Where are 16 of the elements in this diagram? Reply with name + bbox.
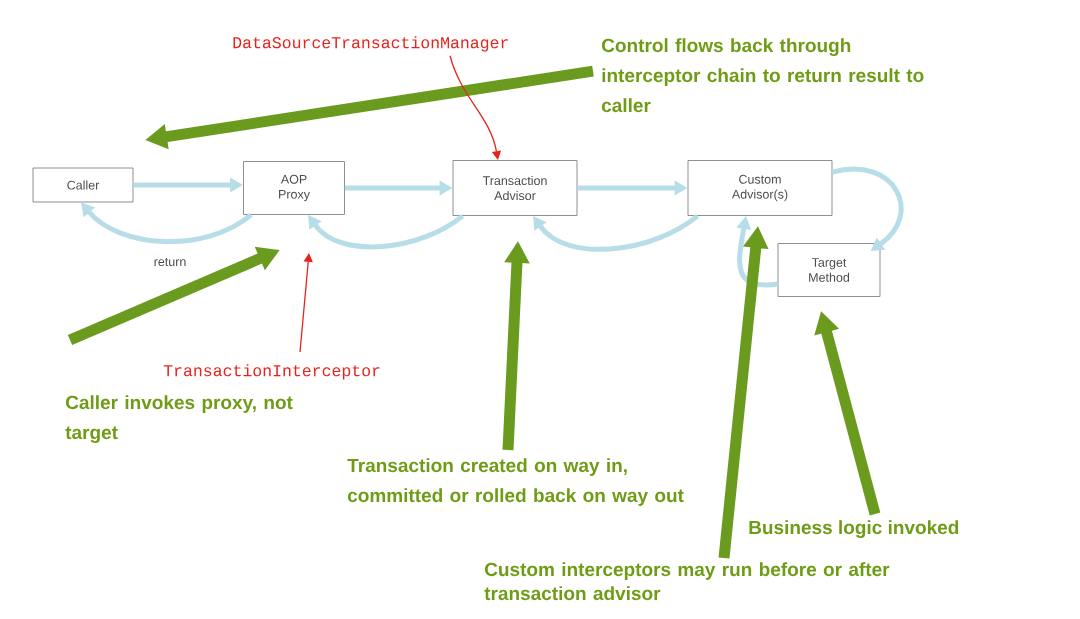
annotation-text: DataSourceTransactionManager	[233, 36, 508, 52]
annotation-text: Transaction created on way in, committed or rolled back on way out	[347, 458, 684, 506]
edge-label: return	[152, 256, 188, 268]
annotation-text: Custom interceptors may run before or after transaction advisor	[484, 562, 890, 601]
process-box: Custom Advisor(s)	[687, 160, 833, 216]
block-arrow	[533, 213, 700, 252]
annotation-text: Caller invokes proxy, not target	[65, 395, 293, 443]
block-arrow	[831, 166, 904, 251]
block-arrow	[308, 213, 465, 250]
annotation-text: Control flows back through interceptor chain to return result to caller	[601, 38, 924, 113]
annotation-text: TransactionInterceptor	[163, 364, 380, 380]
process-box: Target Method	[777, 243, 881, 297]
process-box: AOP Proxy	[243, 161, 345, 215]
process-box: Caller	[32, 167, 134, 203]
process-box: Transaction Advisor	[452, 160, 578, 216]
annotation-text: Business logic invoked	[749, 520, 959, 538]
